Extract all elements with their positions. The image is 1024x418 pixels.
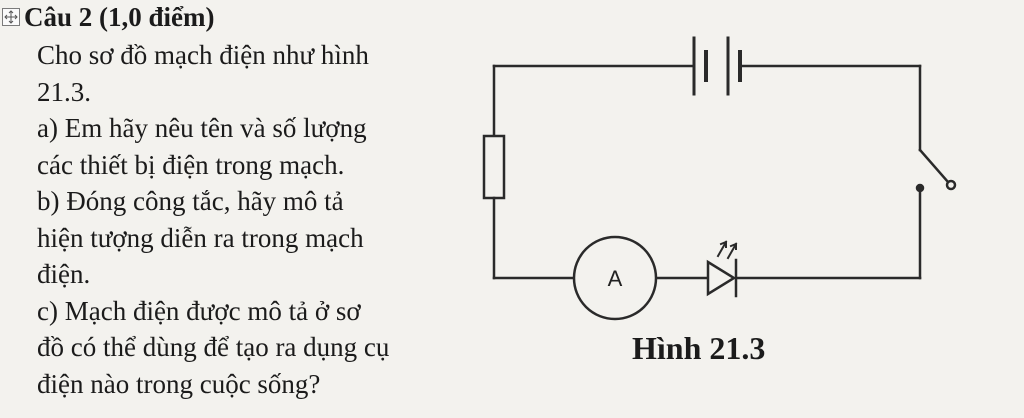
question-line: c) Mạch điện được mô tả ở sơ: [37, 295, 361, 326]
circuit-diagram: A: [482, 36, 957, 321]
question-heading: Câu 2 (1,0 điểm): [24, 2, 215, 32]
resistor-icon: [482, 134, 506, 200]
question-line: điện.: [37, 259, 91, 289]
question-line: 21.3.: [37, 76, 91, 107]
question-line: Cho sơ đồ mạch điện như hình: [37, 40, 369, 70]
move-handle-icon[interactable]: [2, 8, 20, 26]
ammeter-label: A: [608, 266, 623, 291]
question-line: điện nào trong cuộc sống?: [37, 368, 321, 399]
question-body: Cho sơ đồ mạch điện như hình 21.3. a) Em…: [37, 37, 389, 402]
question-line: a) Em hãy nêu tên và số lượng: [37, 113, 367, 143]
figure-caption: Hình 21.3: [632, 330, 766, 366]
led-icon: [706, 240, 738, 298]
ammeter-icon: [572, 235, 658, 321]
question-line: b) Đóng công tắc, hãy mô tả: [37, 186, 344, 216]
question-line: đồ có thể dùng để tạo ra dụng cụ: [37, 332, 390, 362]
question-line: các thiết bị điện trong mạch.: [37, 149, 345, 180]
question-line: hiện tượng diễn ra trong mạch: [37, 222, 364, 253]
battery-icon: [692, 36, 742, 96]
switch-icon: [915, 148, 957, 193]
